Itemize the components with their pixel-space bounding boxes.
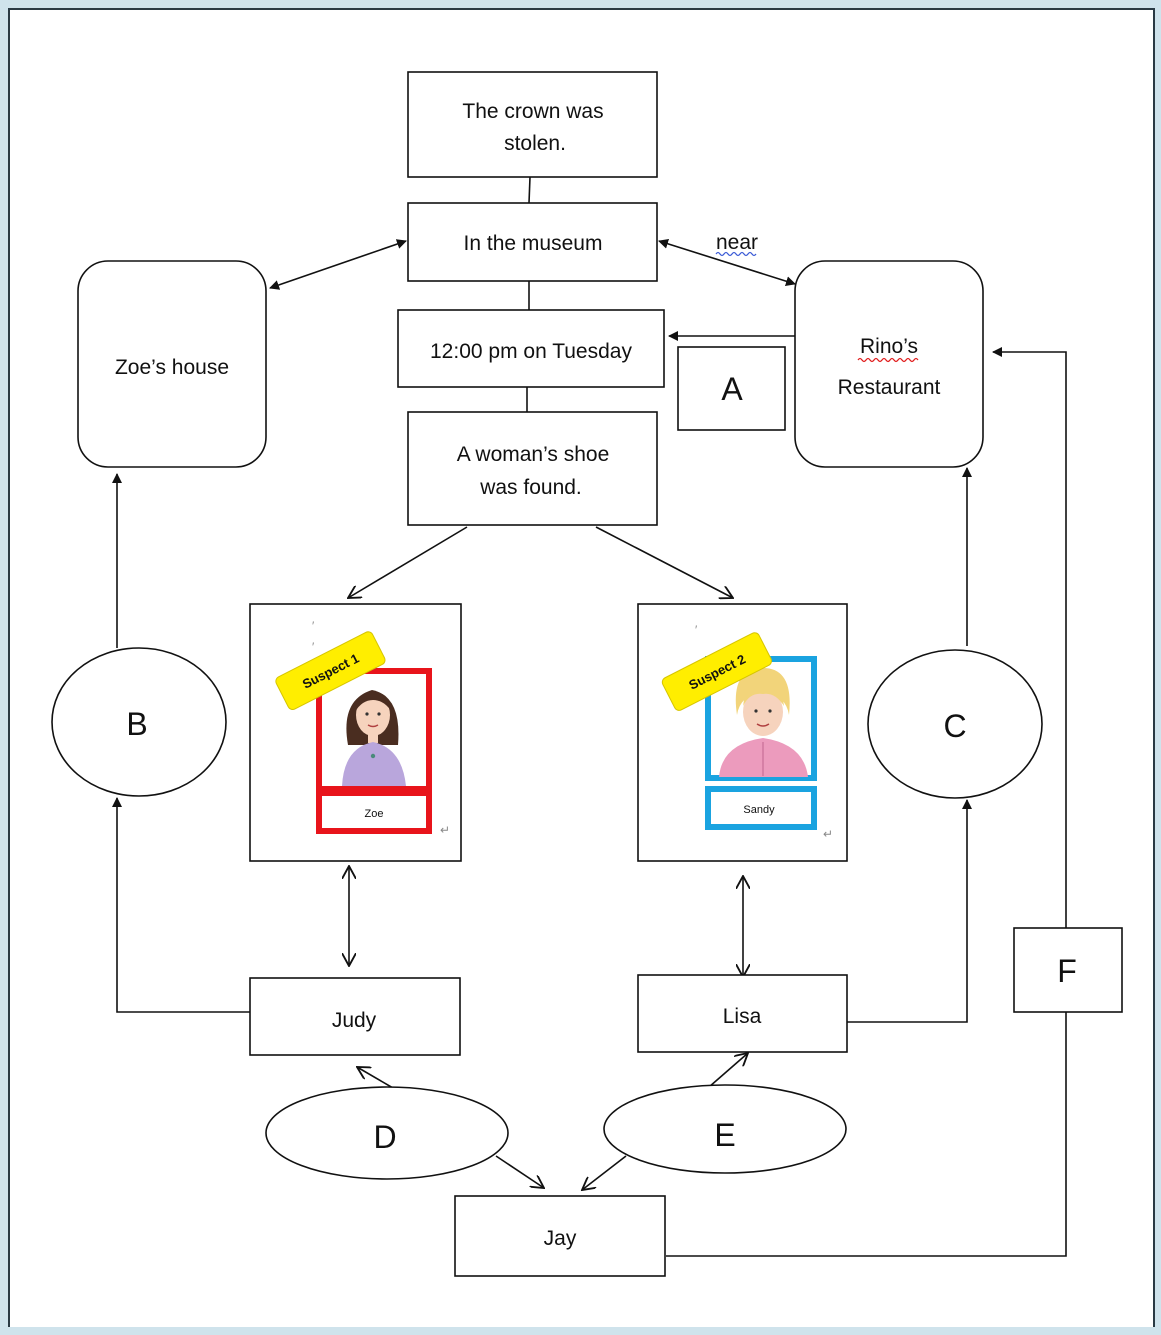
rinos-spellcheck-underline (857, 357, 919, 363)
b-ellipse: B (51, 647, 227, 797)
a-text: A (721, 371, 743, 407)
paragraph-mark: ↵ (440, 823, 450, 837)
suspect-card-2: ′ Sandy Suspect 2 ↵ (637, 603, 848, 862)
c-ellipse: C (867, 649, 1043, 799)
near-text: near (716, 231, 758, 254)
time-text: 12:00 pm on Tuesday (430, 340, 632, 363)
paragraph-mark: ′ (312, 619, 315, 633)
d-ellipse: D (265, 1086, 509, 1180)
lisa-box: Lisa (637, 974, 848, 1053)
e-jay-arrow (582, 1155, 627, 1190)
d-jay-arrow (495, 1155, 544, 1188)
museum-box: In the museum (407, 202, 658, 282)
paragraph-mark: ′ (312, 640, 315, 654)
paragraph-mark: ′ (695, 623, 698, 637)
museum-rinos-arrow (658, 238, 796, 287)
near-spellcheck-underline (715, 251, 757, 257)
shoe-text-line2: was found. (479, 476, 582, 499)
crown-box: The crown was stolen. (407, 71, 658, 178)
paragraph-mark: ↵ (823, 827, 833, 841)
shoe-suspect2-arrow (595, 526, 733, 598)
jay-f-line (666, 1012, 1067, 1257)
lisa-c-arrow (847, 799, 972, 1023)
rinos-restaurant-box: Rino’s Restaurant (794, 260, 984, 468)
shoe-text-line1: A woman’s shoe (457, 443, 610, 466)
c-text: C (943, 708, 966, 744)
suspect-name-plate (316, 790, 432, 834)
suspect-name-sandy: Sandy (743, 804, 775, 816)
e-text: E (714, 1117, 735, 1153)
e-ellipse: E (603, 1084, 847, 1174)
e-lisa-arrow (708, 1053, 748, 1088)
crown-museum-line (528, 176, 531, 204)
shoe-box: A woman’s shoe was found. (407, 411, 658, 526)
f-text: F (1057, 953, 1077, 989)
rinos-text-line2: Restaurant (838, 376, 941, 399)
a-box: A (677, 346, 786, 431)
time-box: 12:00 pm on Tuesday (397, 309, 665, 388)
f-box: F (1013, 927, 1123, 1013)
document-border (8, 8, 1155, 1327)
shoe-suspect1-arrow (348, 526, 468, 598)
b-text: B (126, 706, 147, 742)
crown-text-line1: The crown was (462, 100, 603, 123)
judy-text: Judy (332, 1009, 377, 1032)
f-rinos-arrow (992, 347, 1067, 928)
lisa-text: Lisa (723, 1005, 762, 1028)
judy-b-arrow (112, 797, 250, 1013)
suspect-name-zoe: Zoe (365, 808, 384, 820)
jay-box: Jay (454, 1195, 666, 1277)
museum-zoes-house-arrow (269, 239, 407, 290)
near-label: near (715, 231, 758, 257)
rinos-text-line1: Rino’s (860, 335, 918, 358)
suspect-photo-frame (316, 668, 432, 792)
jay-text: Jay (544, 1227, 577, 1250)
suspect-portrait-zoe (342, 690, 406, 786)
suspect-portrait-sandy (719, 668, 808, 777)
zoes-house-text: Zoe’s house (115, 356, 229, 379)
judy-box: Judy (249, 977, 461, 1056)
connectors (112, 176, 1067, 1257)
crown-text-line2: stolen. (504, 132, 566, 155)
suspect-name-plate (705, 786, 817, 830)
museum-text: In the museum (464, 232, 603, 255)
suspect-card-1: ′ ′ Zoe Suspect 1 ↵ (249, 603, 462, 862)
d-judy-arrow (357, 1067, 394, 1089)
d-text: D (373, 1119, 396, 1155)
zoes-house-box: Zoe’s house (77, 260, 267, 468)
